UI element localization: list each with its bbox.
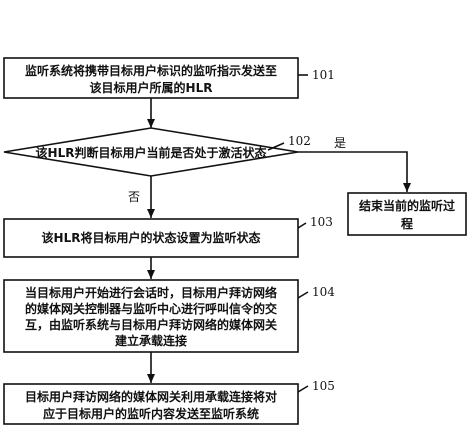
step-104-box (3, 279, 299, 353)
step-101: 监听系统将携带目标用户标识的监听指示发送至 该目标用户所属的HLR 101 (3, 57, 335, 99)
end-step: 结束当前的监听过 程 (347, 192, 467, 236)
step-102: 该HLR判断目标用户当前是否处于激活状态 102 (3, 127, 311, 177)
step-103-ref: 103 (310, 215, 333, 229)
step-105-leader (297, 385, 309, 393)
step-104-line-1: 当目标用户开始进行会话时，目标用户拜访网络 (25, 285, 277, 300)
step-103: 该HLR将目标用户的状态设置为监听状态 103 (3, 215, 333, 258)
step-101-ref: 101 (312, 68, 335, 82)
yes-label: 是 (334, 136, 346, 150)
step-104-line-4: 建立承载连接 (114, 333, 187, 348)
step-101-line-1: 监听系统将携带目标用户标识的监听指示发送至 (25, 63, 277, 78)
end-line-2: 程 (401, 216, 413, 231)
step-103-leader (297, 222, 307, 229)
step-105-ref: 105 (312, 379, 335, 393)
arrow-yes-to-end (298, 151, 411, 192)
step-105-line-2: 应于目标用户的监听内容发送至监听系统 (43, 406, 259, 421)
step-101-box (3, 57, 299, 99)
step-104-line-2: 的媒体网关控制器与监听中心进行呼叫信令的交 (25, 301, 277, 316)
step-104-leader (297, 291, 309, 299)
step-104: 当目标用户开始进行会话时，目标用户拜访网络 的媒体网关控制器与监听中心进行呼叫信… (3, 279, 335, 353)
step-103-text: 该HLR将目标用户的状态设置为监听状态 (42, 230, 261, 245)
step-104-line-3: 互，由监听系统与目标用户拜访网络的媒体网关 (25, 317, 277, 332)
step-102-text: 该HLR判断目标用户当前是否处于激活状态 (36, 145, 267, 160)
end-line-1: 结束当前的监听过 (359, 198, 455, 213)
step-105: 目标用户拜访网络的媒体网关利用承载连接将对 应于目标用户的监听内容发送至监听系统… (3, 379, 335, 425)
step-102-leader (267, 142, 285, 151)
no-label: 否 (128, 190, 140, 204)
step-101-line-2: 该目标用户所属的HLR (90, 80, 213, 95)
step-105-box (3, 383, 299, 425)
step-104-ref: 104 (312, 285, 335, 299)
step-105-line-1: 目标用户拜访网络的媒体网关利用承载连接将对 (25, 389, 277, 404)
step-102-ref: 102 (288, 134, 311, 148)
end-box (347, 192, 467, 236)
step-103-box (3, 218, 299, 258)
